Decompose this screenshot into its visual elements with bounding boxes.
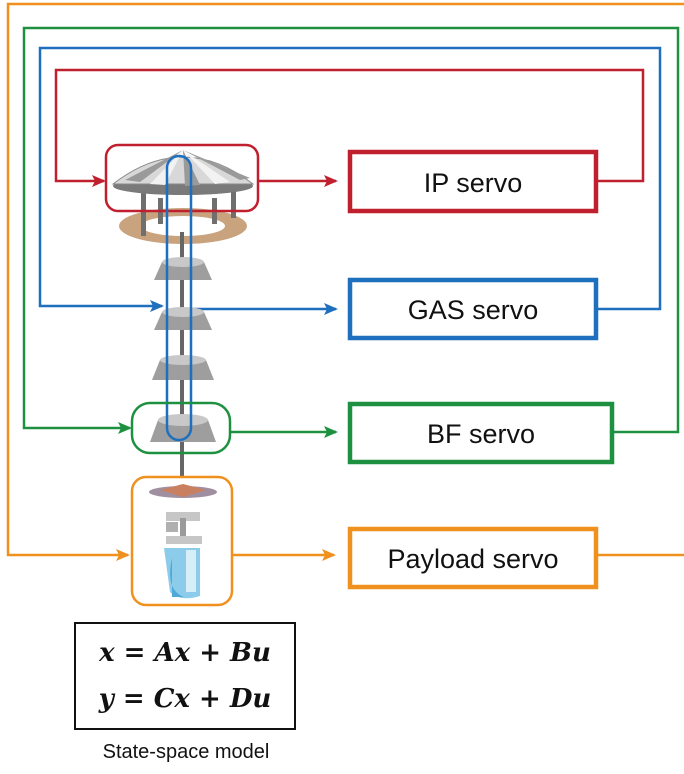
state-equation: x = Ax + Bu: [99, 638, 271, 668]
output-equation: y = Cx + Du: [98, 684, 272, 714]
servo-ip[interactable]: IP servo: [347, 149, 599, 214]
ip-stage-highlight: [104, 143, 260, 213]
payload-stage-highlight: [130, 475, 234, 607]
servo-gas[interactable]: GAS servo: [347, 277, 599, 341]
payload-icon: [149, 484, 217, 599]
servo-payload[interactable]: Payload servo: [347, 526, 599, 590]
bf-loop-wire: [22, 26, 680, 434]
gas-chain-highlight: [165, 154, 193, 442]
state-space-model-box: x = Ax + Bu y = Cx + Du: [74, 622, 296, 730]
inverted-pendulum-icon: [111, 150, 255, 195]
gas-loop-wire: [38, 46, 662, 312]
gas-filter-icon: [150, 257, 216, 442]
servo-bf[interactable]: BF servo: [347, 401, 615, 465]
payload-servo-label: Payload servo: [387, 544, 558, 574]
bf-stage-highlight: [130, 401, 232, 455]
gas-servo-label: GAS servo: [408, 295, 539, 325]
ip-loop-wire: [54, 68, 645, 187]
payload-loop-wire: [6, 2, 684, 561]
state-space-model-caption: State-space model: [102, 741, 270, 763]
bf-servo-label: BF servo: [427, 419, 535, 449]
ip-servo-label: IP servo: [424, 168, 523, 198]
